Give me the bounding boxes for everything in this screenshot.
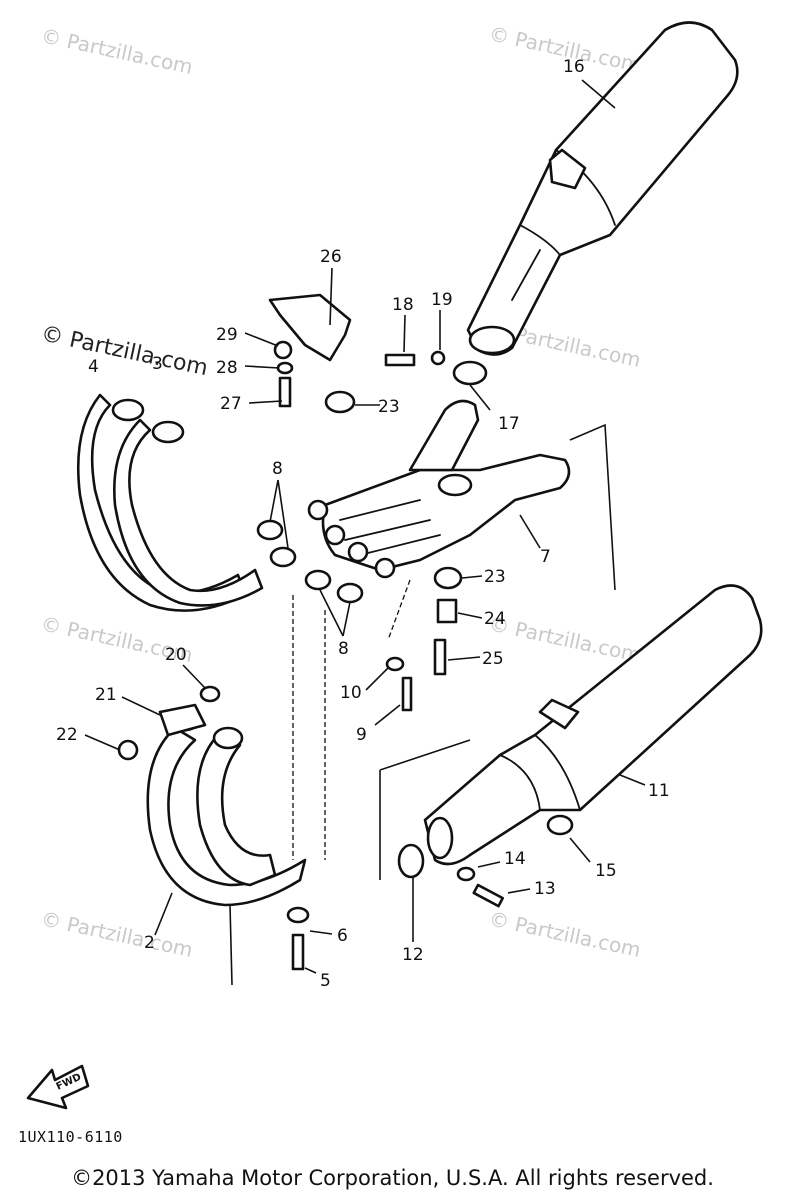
callout-6: 6 — [337, 926, 348, 946]
fwd-arrow-icon: FWD — [26, 1064, 90, 1110]
header-pipes-lower — [146, 708, 307, 907]
callout-15: 15 — [595, 861, 617, 881]
watermark-overlay: © Partzilla.com — [39, 321, 210, 381]
muffler-upper — [466, 21, 739, 356]
callout-3: 3 — [152, 354, 163, 374]
bolt-18 — [384, 353, 416, 367]
callout-21: 21 — [95, 685, 117, 705]
callout-8-lower: 8 — [338, 639, 349, 659]
collar-24 — [436, 598, 458, 624]
callout-14: 14 — [504, 849, 526, 869]
muffler-lower — [423, 584, 763, 866]
callout-8-upper: 8 — [272, 459, 283, 479]
grommet-23-upper — [324, 390, 356, 414]
callout-2: 2 — [144, 933, 155, 953]
callout-16: 16 — [563, 57, 585, 77]
callout-25: 25 — [482, 649, 504, 669]
gasket-8 — [256, 519, 284, 541]
watermark: © Partzilla.com — [487, 611, 643, 667]
bolt-25 — [433, 638, 447, 676]
gasket-8 — [336, 582, 364, 604]
watermark: © Partzilla.com — [39, 906, 195, 962]
collar-23-lower — [433, 566, 463, 590]
callout-13: 13 — [534, 879, 556, 899]
watermark: © Partzilla.com — [39, 23, 195, 79]
callout-23-lower: 23 — [484, 567, 506, 587]
callout-20: 20 — [165, 645, 187, 665]
washer-28 — [276, 361, 294, 375]
callout-10: 10 — [340, 683, 362, 703]
copyright-notice: ©2013 Yamaha Motor Corporation, U.S.A. A… — [71, 1166, 714, 1190]
callout-19: 19 — [431, 290, 453, 310]
gasket-12 — [397, 843, 425, 879]
callout-24: 24 — [484, 609, 506, 629]
callout-12: 12 — [402, 945, 424, 965]
header-pipes-upper — [76, 393, 264, 612]
watermark: © Partzilla.com — [487, 906, 643, 962]
callout-18: 18 — [392, 295, 414, 315]
callout-numbers: 16 26 18 19 29 28 27 4 3 23 17 8 7 23 24… — [56, 57, 670, 991]
leader-lines — [84, 79, 646, 986]
callout-9: 9 — [356, 725, 367, 745]
bolt-13 — [472, 883, 505, 908]
bolt-5 — [291, 933, 305, 971]
bolt-9 — [401, 676, 413, 712]
grommet-15 — [546, 814, 574, 836]
washer-6 — [286, 906, 310, 924]
callout-4: 4 — [88, 357, 99, 377]
callout-28: 28 — [216, 358, 238, 378]
bolt-27 — [278, 376, 292, 408]
callout-7: 7 — [540, 547, 551, 567]
callout-11: 11 — [648, 781, 670, 801]
washer-14 — [456, 866, 476, 882]
callout-23-upper: 23 — [378, 397, 400, 417]
diagram-reference: 1UX110-6110 — [18, 1128, 123, 1146]
gasket-8 — [304, 569, 332, 591]
callout-29: 29 — [216, 325, 238, 345]
callout-22: 22 — [56, 725, 78, 745]
callout-17: 17 — [498, 414, 520, 434]
callout-5: 5 — [320, 971, 331, 991]
collector-pipe — [307, 399, 571, 579]
washer-20 — [199, 685, 221, 703]
nut-22 — [117, 739, 139, 761]
clamp-21 — [158, 703, 207, 737]
washer-19 — [430, 350, 446, 366]
callout-26: 26 — [320, 247, 342, 267]
gasket-17 — [452, 360, 488, 386]
callout-27: 27 — [220, 394, 242, 414]
washer-29 — [273, 340, 293, 360]
alignment-lines — [292, 423, 616, 880]
washer-10 — [385, 656, 405, 672]
gasket-8 — [269, 546, 297, 568]
